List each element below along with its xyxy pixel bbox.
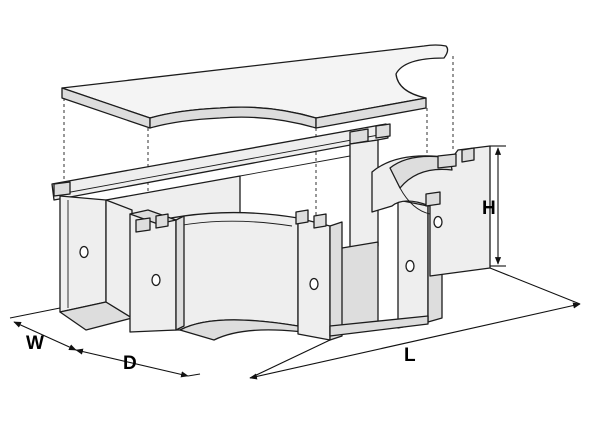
base-branch-outlet	[371, 145, 491, 277]
dimension-lines	[9, 145, 581, 380]
mounting-hole	[79, 245, 89, 259]
dimension-label-depth: D	[123, 353, 137, 374]
mounting-hole	[309, 277, 319, 291]
mounting-holes	[79, 215, 443, 291]
dimension-labels: W D L H	[26, 198, 496, 374]
base-rear-rail	[51, 123, 391, 201]
dimension-label-width: W	[26, 333, 44, 354]
dimension-label-length: L	[404, 345, 416, 366]
cover-lid	[61, 44, 449, 129]
mounting-hole	[405, 259, 415, 273]
base-left-end	[59, 195, 133, 331]
retaining-clips	[135, 191, 441, 233]
mounting-hole	[433, 215, 443, 229]
dimension-label-height: H	[482, 198, 496, 219]
mounting-hole	[151, 273, 161, 287]
